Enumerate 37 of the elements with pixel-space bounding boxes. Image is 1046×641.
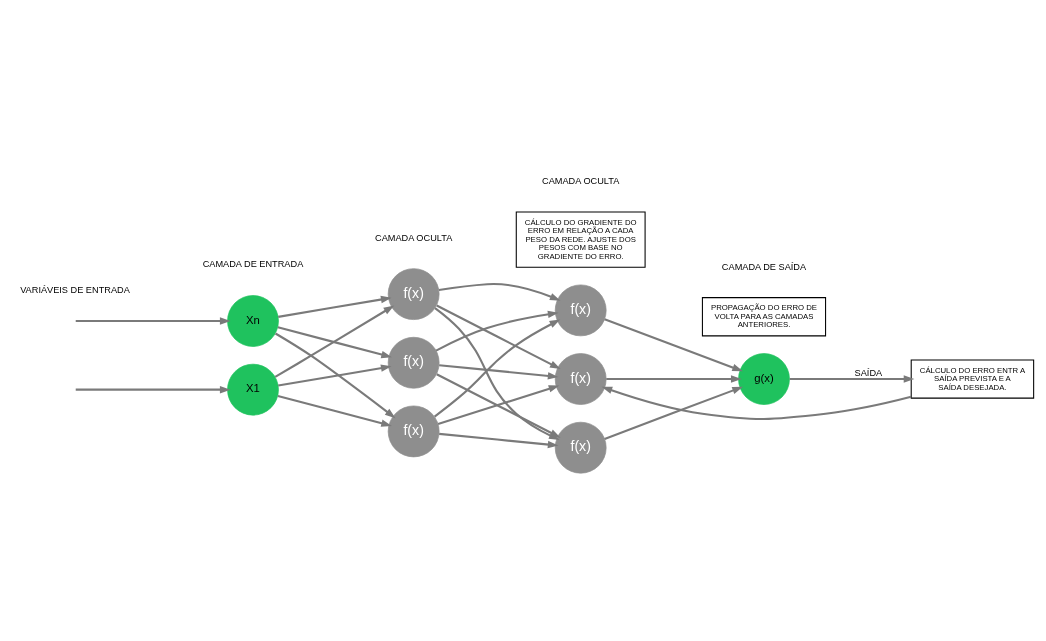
node-circle: Xn bbox=[227, 294, 279, 347]
arrow bbox=[278, 295, 392, 318]
arrow bbox=[438, 282, 561, 301]
arrow bbox=[437, 384, 560, 425]
arrow bbox=[75, 316, 231, 325]
node-circle: f(x) bbox=[387, 405, 440, 457]
arrow bbox=[439, 363, 559, 380]
arrow bbox=[274, 304, 395, 378]
edge-label: SAÍDA bbox=[854, 367, 883, 378]
arrow bbox=[604, 317, 743, 371]
arrow bbox=[436, 304, 561, 369]
arrow bbox=[789, 374, 915, 383]
node-box: PROPAGAÇÃO DO ERRO DE VOLTA PARA AS CAMADAS ANTERIORES. bbox=[701, 296, 827, 336]
label: CAMADA DE ENTRADA bbox=[202, 258, 304, 269]
node-circle: f(x) bbox=[554, 284, 607, 336]
arrow bbox=[75, 385, 231, 393]
arrow bbox=[278, 363, 392, 387]
label: CAMADA OCULTA bbox=[375, 232, 453, 243]
arrow bbox=[606, 374, 742, 383]
node-box: CÁLCULO DO GRADIENTE DO ERRO EM RELAÇÃO A CADA PESO DA REDE. AJUSTE DOS PESOS COM BASE NO GRADIENTE DO ERRO. bbox=[515, 210, 646, 268]
arrow bbox=[434, 319, 561, 417]
label: CAMADA OCULTA bbox=[542, 175, 620, 186]
node-circle: X1 bbox=[227, 363, 279, 415]
node-circle: f(x) bbox=[387, 336, 440, 389]
label: CAMADA DE SAÍDA bbox=[721, 261, 807, 272]
label: VARIÁVEIS DE ENTRADA bbox=[20, 284, 130, 295]
arrow bbox=[277, 394, 392, 427]
arrow bbox=[601, 386, 912, 420]
node-circle: f(x) bbox=[554, 421, 607, 474]
arrow bbox=[274, 332, 396, 418]
arrow bbox=[604, 386, 743, 440]
node-circle: g(x) bbox=[738, 352, 790, 405]
arrow bbox=[435, 310, 559, 352]
arrow bbox=[277, 325, 392, 358]
node-circle: f(x) bbox=[387, 267, 440, 320]
node-circle: f(x) bbox=[554, 352, 607, 405]
node-box: CÁLCULO DO ERRO ENTR A SAÍDA PREVISTA E A SAÍDA DESEJADA. bbox=[910, 358, 1035, 399]
